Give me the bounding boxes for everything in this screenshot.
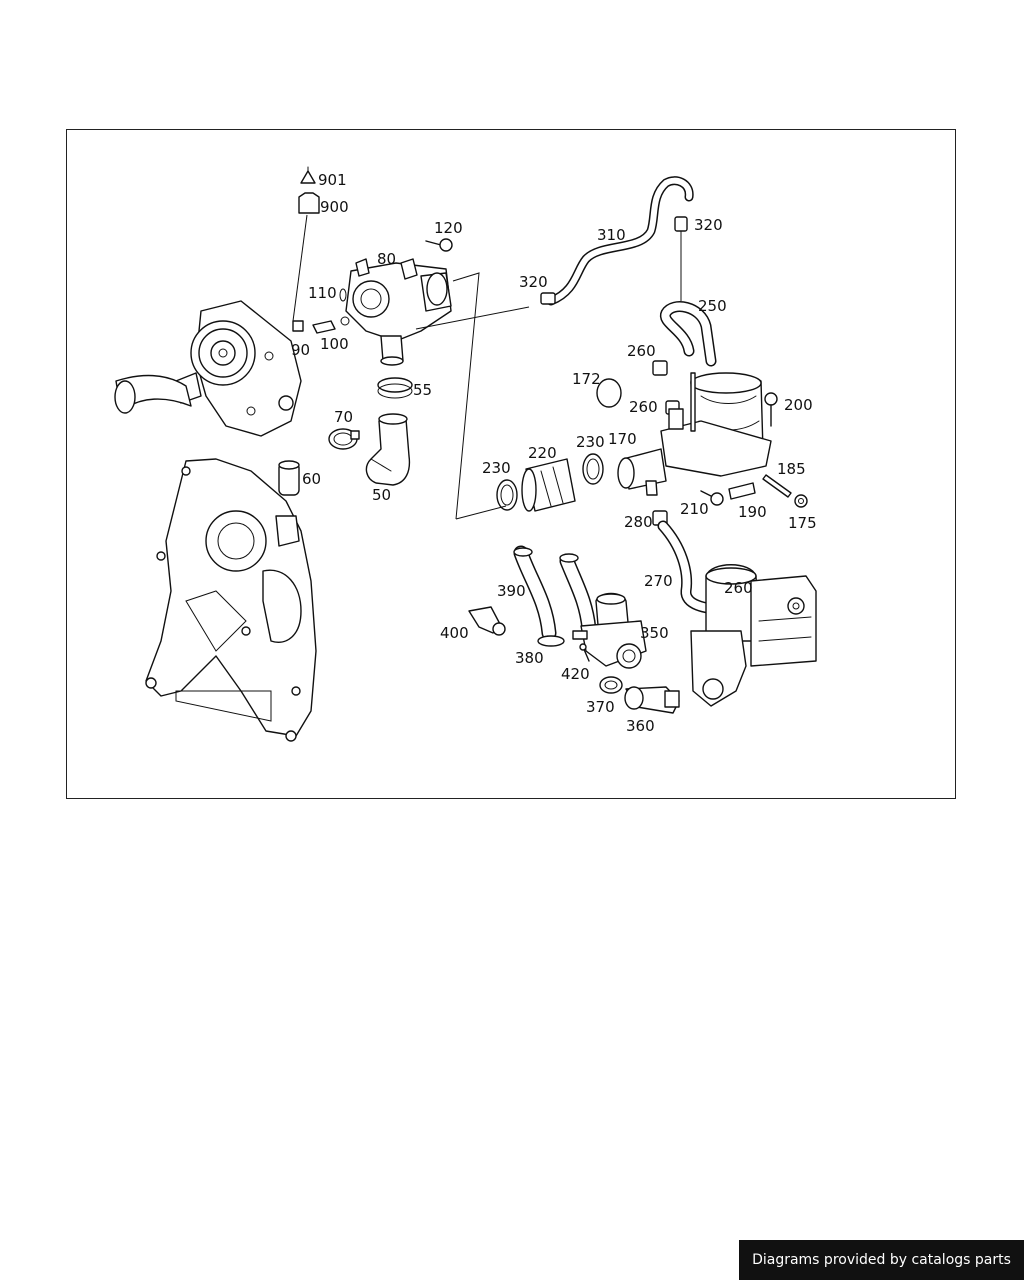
part-100-sensor (312, 316, 350, 334)
part-220-hose (521, 458, 576, 512)
oil-filter-housing (690, 564, 817, 707)
part-400-bracket (468, 606, 506, 636)
part-310-pipe (546, 176, 694, 306)
part-90-plug (292, 320, 304, 332)
part-120-bolt (425, 238, 453, 252)
part-230-clamp-b (582, 453, 604, 485)
callout-320-b: 320 (694, 216, 723, 234)
thermostat-housing (345, 258, 452, 366)
callout-70: 70 (334, 408, 353, 426)
callout-380: 380 (515, 649, 544, 667)
part-390-hose (513, 545, 597, 641)
callout-260-b: 260 (629, 398, 658, 416)
callout-250: 250 (698, 297, 727, 315)
part-260-clip-a (652, 360, 668, 376)
callout-185: 185 (777, 460, 806, 478)
part-360-hose (624, 686, 680, 714)
part-380-clamp (537, 635, 565, 647)
callout-420: 420 (561, 665, 590, 683)
part-185-stud (762, 474, 792, 498)
callout-230-b: 230 (576, 433, 605, 451)
part-350-valve (572, 592, 647, 669)
part-60-sleeve (278, 460, 300, 496)
part-901-icon (300, 166, 316, 184)
part-370-clamp (599, 676, 623, 694)
part-210-bolt (700, 490, 724, 506)
callout-360: 360 (626, 717, 655, 735)
part-190-gasket (728, 482, 756, 500)
callout-50: 50 (372, 486, 391, 504)
part-250-hose (659, 301, 717, 367)
callout-280: 280 (624, 513, 653, 531)
part-420-bolt (579, 643, 590, 662)
callout-320-a: 320 (519, 273, 548, 291)
callout-200: 200 (784, 396, 813, 414)
part-900-icon (298, 192, 320, 214)
callout-170: 170 (608, 430, 637, 448)
callout-100: 100 (320, 335, 349, 353)
callout-390: 390 (497, 582, 526, 600)
callout-172: 172 (572, 370, 601, 388)
part-320-clip-a (540, 292, 556, 305)
callout-110: 110 (308, 284, 337, 302)
part-200-bolt (764, 392, 778, 427)
part-230-clamp-a (496, 479, 518, 511)
part-50-hose (365, 413, 411, 486)
part-172-ring (596, 378, 622, 408)
part-110-ring (339, 288, 347, 302)
callout-230-a: 230 (482, 459, 511, 477)
callout-220: 220 (528, 444, 557, 462)
callout-190: 190 (738, 503, 767, 521)
callout-350: 350 (640, 624, 669, 642)
callout-901: 901 (318, 171, 347, 189)
callout-90: 90 (291, 341, 310, 359)
callout-900: 900 (320, 198, 349, 216)
part-170-connector (617, 448, 667, 496)
timing-cover (145, 458, 317, 742)
callout-270: 270 (644, 572, 673, 590)
egr-cooler-assembly (660, 372, 772, 477)
footer-credit-banner: Diagrams provided by catalogs parts (739, 1240, 1024, 1280)
part-175-nut (794, 494, 808, 508)
footer-credit-text: Diagrams provided by catalogs parts (752, 1252, 1011, 1268)
callout-80: 80 (377, 250, 396, 268)
callout-260-c: 260 (724, 579, 753, 597)
callout-400: 400 (440, 624, 469, 642)
callout-60: 60 (302, 470, 321, 488)
callout-310: 310 (597, 226, 626, 244)
water-pump (114, 300, 302, 437)
callout-260-a: 260 (627, 342, 656, 360)
part-55-clamp (377, 377, 413, 399)
callout-120: 120 (434, 219, 463, 237)
callout-175: 175 (788, 514, 817, 532)
callout-55: 55 (413, 381, 432, 399)
parts-diagram: 901 900 120 80 110 90 100 55 70 60 50 31… (114, 166, 817, 742)
part-320-clip-b (674, 216, 688, 232)
part-70-clamp (328, 428, 360, 450)
callout-210: 210 (680, 500, 709, 518)
parts-diagram-frame: 901 900 120 80 110 90 100 55 70 60 50 31… (66, 129, 956, 799)
callout-370: 370 (586, 698, 615, 716)
